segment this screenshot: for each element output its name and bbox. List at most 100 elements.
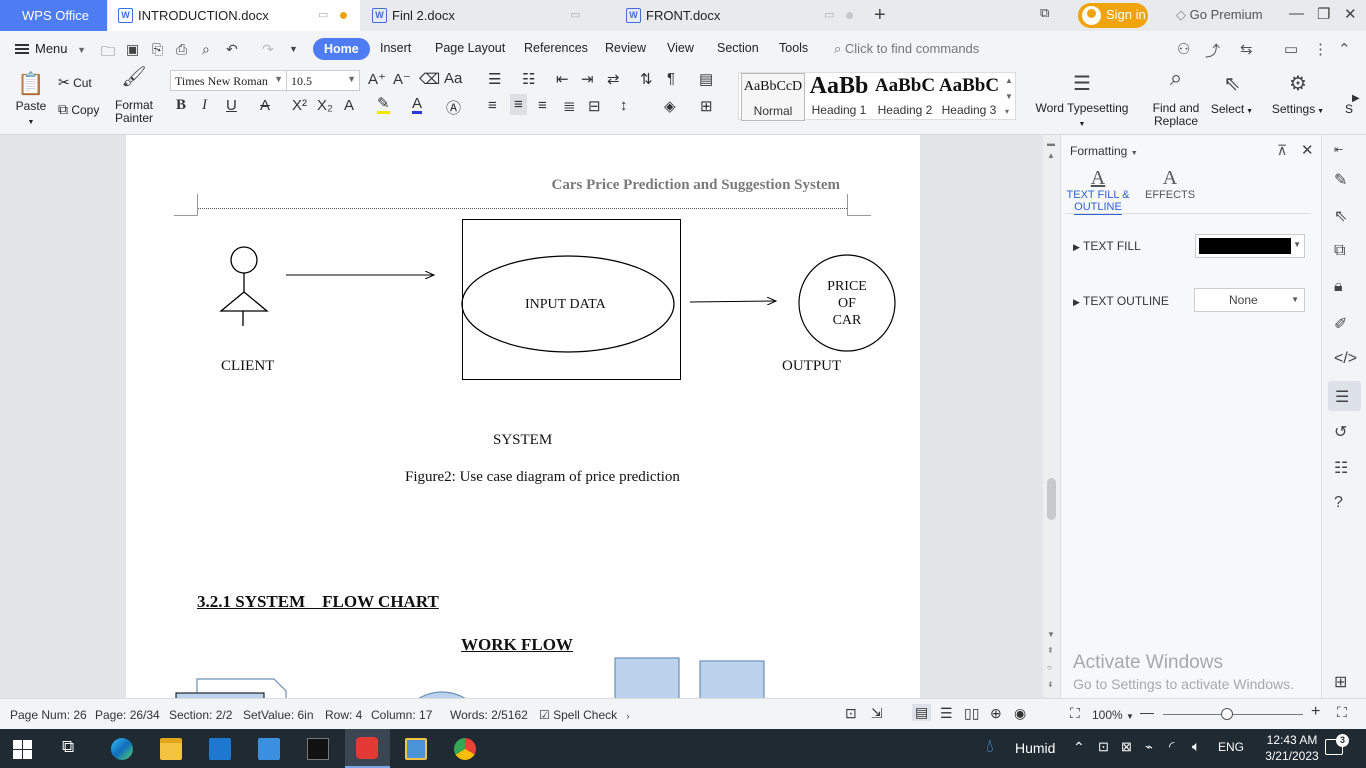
undo-icon[interactable]: ↶ <box>226 41 238 57</box>
tab-insert[interactable]: Insert <box>380 41 412 55</box>
terminal-icon[interactable] <box>307 738 329 760</box>
strikethrough-icon[interactable]: A <box>260 97 271 114</box>
eye-protection-icon[interactable]: ◉ <box>1014 705 1027 721</box>
text-outline-select[interactable]: None ▼ <box>1194 288 1305 312</box>
chrome-browser-icon[interactable] <box>454 738 476 760</box>
zoom-select[interactable]: 100% ▼ <box>1092 708 1134 722</box>
column-status[interactable]: Column: 17 <box>371 708 433 722</box>
copy-format-icon[interactable]: ⧉ <box>1334 242 1346 259</box>
scroll-up-icon[interactable]: ▲ <box>1047 151 1055 160</box>
styles-scroll-up-icon[interactable]: ▲ <box>1005 76 1013 85</box>
tab-view[interactable]: View <box>667 41 694 55</box>
select-object-icon[interactable]: ⇖ <box>1334 208 1348 225</box>
bold-icon[interactable]: B <box>176 97 187 113</box>
document-vertical-scrollbar[interactable]: ▬ ▲ ▼ ⇞ ○ ⇟ <box>1043 135 1060 698</box>
paragraph-shading-icon[interactable]: ◈ <box>664 98 676 115</box>
photos-app-icon[interactable] <box>405 738 427 760</box>
align-center-icon[interactable]: ≡ <box>510 94 527 115</box>
grid-apps-icon[interactable]: ⊞ <box>1334 674 1348 691</box>
more-options-icon[interactable]: ⋮ <box>1313 41 1328 58</box>
tab-effects[interactable]: A EFFECTS <box>1145 167 1195 201</box>
text-fill-color-picker[interactable]: ▼ <box>1195 234 1305 258</box>
ribbon-scroll-right-icon[interactable]: ▶ <box>1352 93 1360 104</box>
export-pdf-icon[interactable]: ⇲ <box>871 705 883 721</box>
file-explorer-icon[interactable] <box>160 738 182 760</box>
tab-tools[interactable]: Tools <box>779 41 809 55</box>
protect-doc-icon[interactable]: ⊡ <box>845 705 857 721</box>
distributed-align-icon[interactable]: ⊟ <box>588 98 601 115</box>
customize-chevron-icon[interactable]: ▼ <box>289 44 298 54</box>
align-left-icon[interactable]: ≡ <box>488 97 497 114</box>
italic-icon[interactable]: I <box>202 97 207 113</box>
increase-indent-icon[interactable]: ⇥ <box>581 71 594 88</box>
clock-button[interactable]: 12:43 AM 3/21/2023 <box>1262 732 1322 764</box>
page-status[interactable]: Page: 26/34 <box>95 708 160 722</box>
zoom-out-icon[interactable]: — <box>1140 704 1154 720</box>
zoom-slider-track[interactable] <box>1163 714 1303 715</box>
print-preview-icon[interactable]: ⌕ <box>202 41 210 57</box>
align-right-icon[interactable]: ≡ <box>538 97 547 114</box>
close-window-icon[interactable]: ✕ <box>1344 6 1357 23</box>
windows-start-icon[interactable] <box>13 740 32 759</box>
tab-introduction-docx[interactable]: W INTRODUCTION.docx ▭ <box>108 0 360 31</box>
pin-pane-icon[interactable]: ⊼ <box>1277 142 1288 158</box>
character-shading-icon[interactable]: Ⓐ <box>446 100 462 117</box>
tab-page-layout[interactable]: Page Layout <box>435 41 506 55</box>
paragraph-marks-icon[interactable]: ¶ <box>667 70 676 87</box>
tab-section[interactable]: Section <box>717 41 759 55</box>
highlight-color-icon[interactable]: ✎ <box>377 95 390 114</box>
font-color-icon[interactable]: A <box>412 95 423 114</box>
tab-cloud-icon[interactable]: ▭ <box>318 9 329 21</box>
wps-taskbar-button[interactable] <box>345 729 390 768</box>
edit-shape-icon[interactable]: ✐ <box>1334 316 1348 333</box>
style-normal[interactable]: AaBbCcD Normal <box>741 73 805 121</box>
notification-center-icon[interactable]: 3 <box>1325 734 1349 755</box>
ruler-icon[interactable]: ▤ <box>699 71 714 88</box>
reading-view-icon[interactable]: ▯▯ <box>964 705 980 721</box>
wps-office-home-tab[interactable]: WPS Office <box>0 0 107 31</box>
fit-page-icon[interactable]: ⛶ <box>1070 705 1080 721</box>
outline-list-icon[interactable]: ☷ <box>1334 460 1349 477</box>
bullets-icon[interactable]: ☰ <box>488 71 502 88</box>
styles-scroll-down-icon[interactable]: ▼ <box>1005 92 1013 101</box>
mail-icon[interactable] <box>258 738 280 760</box>
collapse-ribbon-icon[interactable]: ⌃ <box>1338 41 1351 58</box>
next-page-icon[interactable]: ⇟ <box>1047 680 1054 689</box>
style-heading-3[interactable]: AaBbC Heading 3 <box>937 73 1001 121</box>
code-icon[interactable]: </> <box>1334 350 1358 367</box>
cut-button[interactable]: ✂ Cut <box>58 74 92 91</box>
new-tab-plus-icon[interactable]: + <box>874 4 886 26</box>
close-pane-icon[interactable]: ✕ <box>1301 142 1314 159</box>
scroll-top-icon[interactable]: ▬ <box>1047 139 1055 148</box>
copy-button[interactable]: ⧉ Copy <box>58 101 99 118</box>
line-spacing-icon[interactable]: ↕ <box>620 97 628 114</box>
zoom-slider-knob[interactable] <box>1221 708 1234 720</box>
settings-button[interactable]: ⚙ Settings ▼ <box>1271 73 1325 116</box>
show-hidden-icons-chevron[interactable]: ⌃ <box>1073 739 1085 755</box>
task-view-icon[interactable]: ⧉ <box>62 737 75 756</box>
decrease-indent-icon[interactable]: ⇤ <box>556 71 569 88</box>
select-button[interactable]: ⇖ Select ▼ <box>1210 73 1254 116</box>
scrollbar-thumb[interactable] <box>1047 478 1056 520</box>
document-canvas[interactable]: Cars Price Prediction and Suggestion Sys… <box>0 135 1060 698</box>
find-commands-search[interactable]: ⌕ Click to find commands <box>834 41 979 57</box>
find-replace-button[interactable]: ⌕ Find and Replace <box>1148 67 1204 128</box>
collapse-strip-icon[interactable]: ⇤ <box>1334 144 1344 156</box>
share-icon[interactable]: ⤴ <box>1205 43 1221 60</box>
word-count-status[interactable]: Words: 2/5162 <box>450 708 528 722</box>
open-folder-icon[interactable]: 🗀 <box>101 43 115 59</box>
font-size-select[interactable]: 10.5▼ <box>286 70 360 91</box>
clear-formatting-eraser-icon[interactable]: ⌫ <box>419 71 441 88</box>
text-direction-icon[interactable]: ⇄ <box>607 71 620 88</box>
battery-plug-icon[interactable]: ⌁ <box>1145 739 1153 754</box>
scroll-down-icon[interactable]: ▼ <box>1047 630 1055 639</box>
tab-review[interactable]: Review <box>605 41 646 55</box>
decrease-font-size-icon[interactable]: A⁻ <box>393 71 411 88</box>
superscript-icon[interactable]: X² <box>292 97 307 114</box>
subscript-icon[interactable]: X₂ <box>317 97 333 114</box>
setvalue-status[interactable]: SetValue: 6in <box>243 708 314 722</box>
web-view-icon[interactable]: ⊕ <box>990 705 1002 721</box>
ribbon-overflow-label[interactable]: S <box>1345 102 1354 116</box>
comment-icon[interactable]: ▭ <box>1284 41 1299 58</box>
share-user-icon[interactable]: ⚇ <box>1177 41 1191 58</box>
